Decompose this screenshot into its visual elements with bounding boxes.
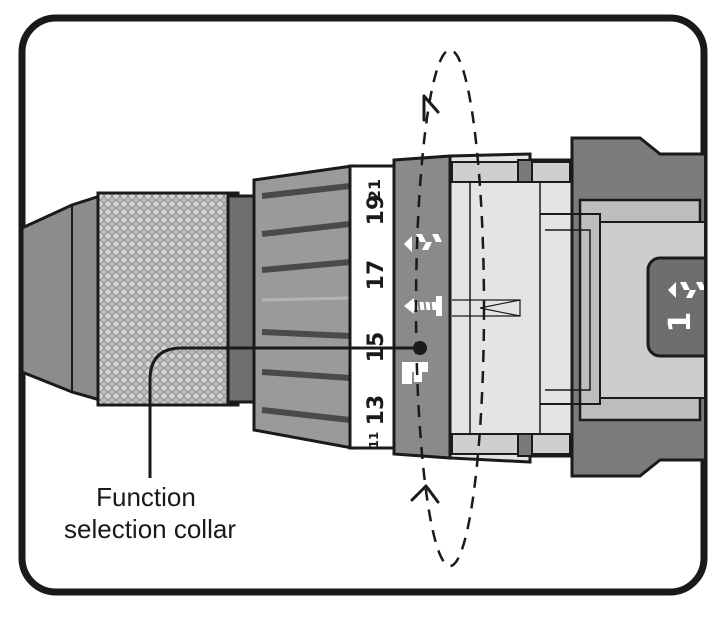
drill-housing [448, 152, 574, 464]
callout-line-2: selection collar [64, 514, 236, 544]
chuck-tip [22, 193, 102, 402]
motor-housing: 1 [540, 136, 704, 478]
function-selection-collar [392, 154, 452, 460]
mode-badge [646, 256, 704, 358]
torque-scale-ring: 21 19 17 15 13 11 [348, 164, 396, 450]
callout-leader [148, 341, 427, 478]
torque-label-11: 11 [367, 432, 381, 449]
hammer-icon [402, 362, 428, 384]
mode-drill-icon [668, 282, 704, 298]
chuck-sleeve [96, 191, 258, 407]
mode-number: 1 [663, 312, 698, 333]
rotation-path [414, 48, 486, 568]
torque-label-19: 19 [364, 195, 389, 226]
drill-bit-icon [404, 234, 442, 252]
torque-label-21: 21 [365, 179, 384, 201]
torque-label-17: 17 [364, 260, 389, 291]
rotation-arrow-icon [422, 94, 440, 122]
screw-icon [404, 296, 442, 316]
torque-collar [252, 164, 354, 450]
torque-label-13: 13 [364, 395, 389, 426]
callout-line-1: Function [96, 482, 196, 512]
rotation-arrow-icon-bottom [410, 484, 440, 504]
